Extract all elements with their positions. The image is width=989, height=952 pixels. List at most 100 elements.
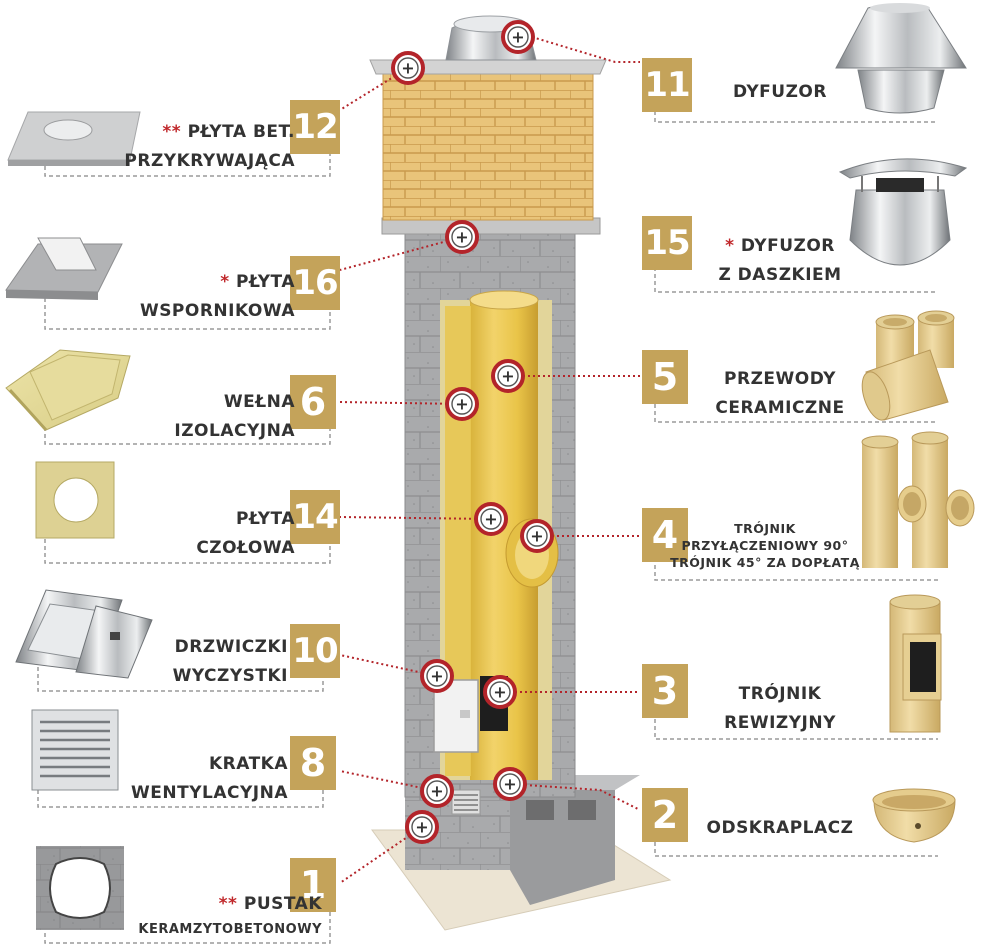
star-marker: ** <box>162 122 188 142</box>
component-label-3: TRÓJNIK REWIZYJNY <box>700 680 860 738</box>
brick-head <box>382 69 594 221</box>
label-line2: WSPORNIKOWA <box>139 301 295 321</box>
plus-symbol: + <box>430 667 443 686</box>
label-line-1: * PŁYTA <box>60 268 295 297</box>
component-label-5: PRZEWODY CERAMICZNE <box>700 365 860 423</box>
number-badge-5: 5 <box>642 350 688 404</box>
label-line-1: KRATKA <box>60 750 288 779</box>
label-line2: KERAMZYTOBETONOWY <box>138 922 322 937</box>
label-line-1: PŁYTA <box>60 505 295 534</box>
number-badge-16: 16 <box>290 256 340 310</box>
plus-marker[interactable]: + <box>445 220 479 254</box>
component-label-15: * DYFUZOR Z DASZKIEM <box>700 232 860 290</box>
label-line3: TRÓJNIK 45° ZA DOPŁATĄ <box>670 555 860 570</box>
number-badge-2: 2 <box>642 788 688 842</box>
plus-symbol: + <box>493 683 506 702</box>
label-line-1: * DYFUZOR <box>700 232 860 261</box>
label-line2: PRZYŁĄCZENIOWY 90° <box>681 538 849 553</box>
label-line-1: DYFUZOR <box>700 78 860 107</box>
plus-symbol: + <box>503 775 516 794</box>
plus-marker[interactable]: + <box>420 774 454 808</box>
insulation-wool-icon <box>5 349 131 432</box>
ceramic-pipes-icon <box>861 310 955 421</box>
diffuser-icon <box>835 3 967 114</box>
label-text: PŁYTA <box>236 272 295 292</box>
label-line2: CZOŁOWA <box>196 538 295 558</box>
label-line2: WYCZYSTKI <box>172 666 288 686</box>
plus-symbol: + <box>430 782 443 801</box>
label-text: DYFUZOR <box>733 82 827 102</box>
label-line2: WENTYLACYJNA <box>131 783 288 803</box>
ventilation-grille-icon <box>31 709 119 791</box>
component-label-10: DRZWICZKI WYCZYSTKI <box>60 633 288 691</box>
number-badge-12: 12 <box>290 100 340 154</box>
front-plate-icon <box>35 461 115 539</box>
component-label-2: ODSKRAPLACZ <box>700 814 860 843</box>
label-line-1: ** PUSTAK <box>60 890 322 919</box>
label-line-1: ** PŁYTA BET. <box>60 118 295 147</box>
label-text: DRZWICZKI <box>174 637 288 657</box>
label-text: TRÓJNIK <box>738 684 822 704</box>
plus-marker[interactable]: + <box>474 502 508 536</box>
plus-marker[interactable]: + <box>420 659 454 693</box>
label-line-1: TRÓJNIK <box>660 520 870 537</box>
condensate-trap-icon <box>872 788 956 843</box>
component-label-1: ** PUSTAK KERAMZYTOBETONOWY <box>60 890 322 941</box>
label-text: PŁYTA <box>236 509 295 529</box>
label-text: PUSTAK <box>243 894 322 914</box>
concrete-block-icon <box>36 846 124 930</box>
number-badge-14: 14 <box>290 490 340 544</box>
label-line2: CERAMICZNE <box>715 398 845 418</box>
component-label-14: PŁYTA CZOŁOWA <box>60 505 295 563</box>
plus-symbol: + <box>415 818 428 837</box>
plus-marker[interactable]: + <box>445 387 479 421</box>
concrete-plate-icon <box>7 111 141 166</box>
plus-marker[interactable]: + <box>391 51 425 85</box>
label-line2: Z DASZKIEM <box>718 265 842 285</box>
label-line-1: DRZWICZKI <box>60 633 288 662</box>
label-line-1: PRZEWODY <box>700 365 860 394</box>
inspection-tee-icon <box>889 594 942 733</box>
support-plate-icon <box>5 237 123 300</box>
label-text: KRATKA <box>208 754 288 774</box>
star-marker: * <box>220 272 237 292</box>
number-badge-11: 11 <box>642 58 692 112</box>
plus-symbol: + <box>511 28 524 47</box>
plus-symbol: + <box>401 59 414 78</box>
plus-marker[interactable]: + <box>483 675 517 709</box>
plus-marker[interactable]: + <box>405 810 439 844</box>
plus-symbol: + <box>501 367 514 386</box>
label-line2: REWIZYJNY <box>724 713 836 733</box>
plus-marker[interactable]: + <box>520 519 554 553</box>
component-label-16: * PŁYTA WSPORNIKOWA <box>60 268 295 326</box>
component-label-12: ** PŁYTA BET. PRZYKRYWAJĄCA <box>60 118 295 176</box>
number-badge-15: 15 <box>642 216 692 270</box>
label-line-1: WEŁNA <box>60 388 295 417</box>
number-badge-1: 1 <box>290 858 336 912</box>
plus-symbol: + <box>484 510 497 529</box>
number-badge-6: 6 <box>290 375 336 429</box>
plus-marker[interactable]: + <box>501 20 535 54</box>
label-text: DYFUZOR <box>740 236 835 256</box>
plus-symbol: + <box>455 395 468 414</box>
component-label-8: KRATKA WENTYLACYJNA <box>60 750 288 808</box>
number-badge-10: 10 <box>290 624 340 678</box>
star-marker: * <box>725 236 741 256</box>
tee-connector-icon <box>861 431 975 568</box>
label-line2: PRZYKRYWAJĄCA <box>124 151 295 171</box>
label-text: PRZEWODY <box>724 369 836 389</box>
plus-marker[interactable]: + <box>491 359 525 393</box>
plus-marker[interactable]: + <box>493 767 527 801</box>
label-line2: IZOLACYJNA <box>174 421 295 441</box>
plus-symbol: + <box>530 527 543 546</box>
number-badge-4: 4 <box>642 508 688 562</box>
number-badge-8: 8 <box>290 736 336 790</box>
component-label-11: DYFUZOR <box>700 78 860 107</box>
label-line-1: TRÓJNIK <box>700 680 860 709</box>
label-text: TRÓJNIK <box>734 521 796 536</box>
star-marker: ** <box>218 894 244 914</box>
number-badge-3: 3 <box>642 664 688 718</box>
label-text: WEŁNA <box>223 392 295 412</box>
label-text: ODSKRAPLACZ <box>706 818 854 838</box>
